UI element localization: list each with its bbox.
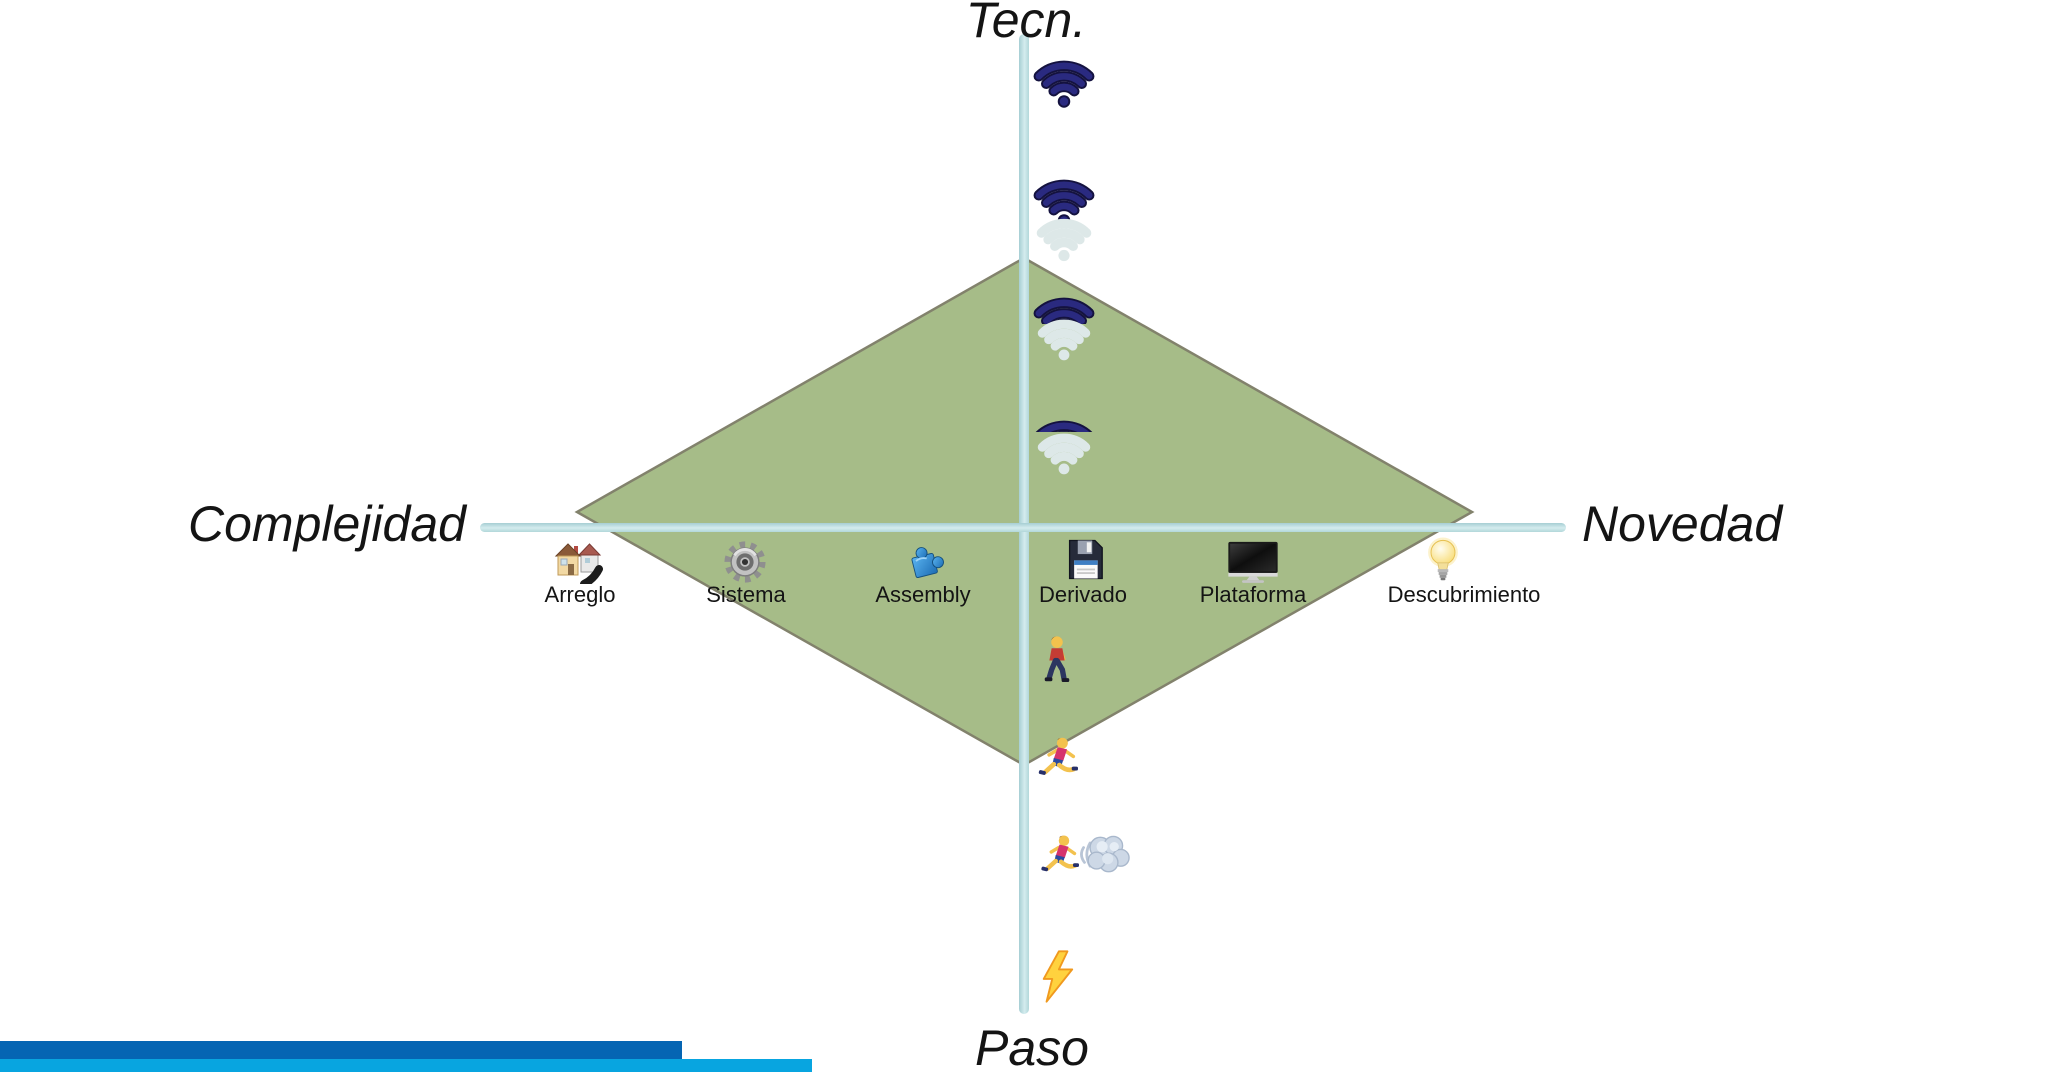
person-walking-icon [1044, 636, 1070, 682]
footer-bar-light [0, 1059, 812, 1072]
top-axis-label: Tecn. [965, 0, 1087, 48]
category-label-plataforma: Plataforma [1199, 582, 1307, 607]
wifi-signal-icon [1031, 54, 1097, 112]
desktop-computer-icon [1228, 541, 1278, 583]
category-label-descubrimiento: Descubrimiento [1387, 582, 1541, 607]
floppy-disk-icon [1068, 539, 1103, 580]
dash-cloud-icon [1080, 835, 1130, 873]
horizontal-axis-line [480, 523, 1566, 532]
person-running-icon [1031, 831, 1079, 879]
houses-icon [554, 543, 603, 584]
bottom-axis-label: Paso [975, 1020, 1089, 1072]
lightning-bolt-icon [1042, 950, 1074, 1003]
light-bulb-icon [1428, 537, 1458, 581]
footer-bar-dark [0, 1041, 682, 1059]
wifi-signal-echo-icon [1034, 428, 1094, 478]
wifi-signal-echo-icon [1034, 213, 1094, 265]
right-axis-label: Novedad [1582, 496, 1783, 552]
wifi-signal-echo-icon [1034, 314, 1094, 364]
gear-icon [724, 541, 766, 583]
puzzle-piece-icon [911, 547, 944, 579]
person-running-icon [1028, 733, 1078, 783]
left-axis-label: Complejidad [188, 496, 466, 552]
